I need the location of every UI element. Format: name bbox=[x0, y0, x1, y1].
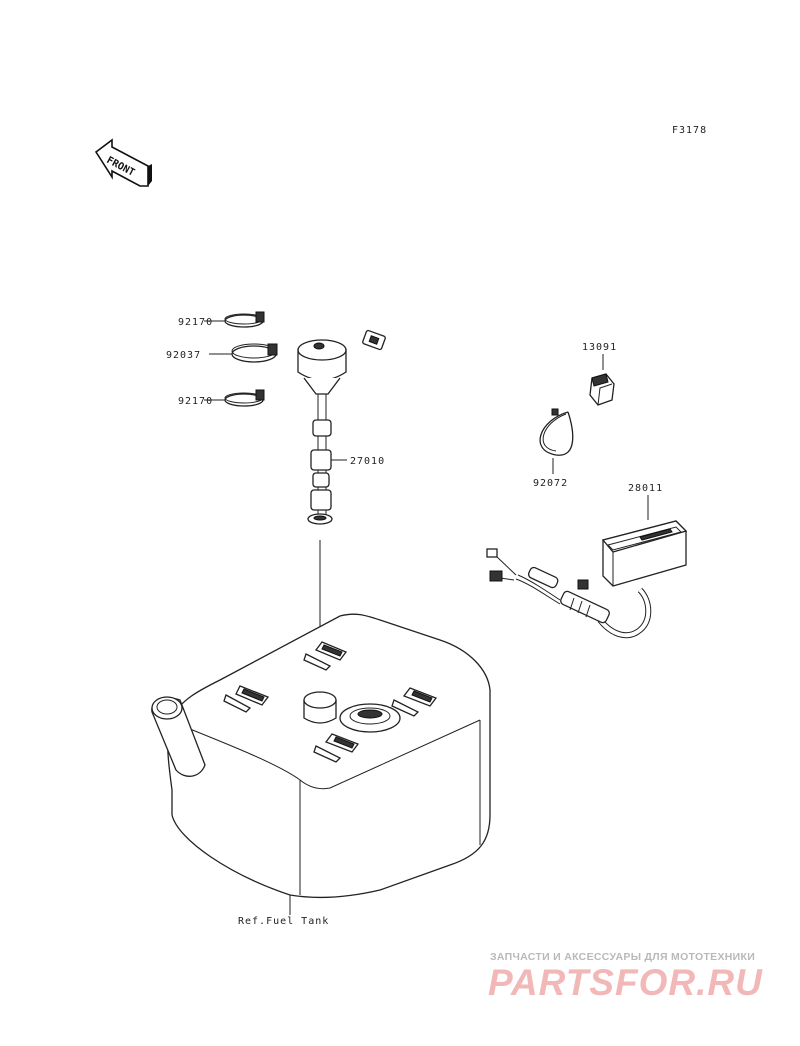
fuel-sender-unit-part bbox=[297, 318, 386, 525]
callout-92170-upper: 92170 bbox=[178, 317, 213, 328]
fuel-gauge-part bbox=[486, 520, 688, 639]
callout-27010: 27010 bbox=[350, 456, 385, 467]
callout-13091: 13091 bbox=[582, 342, 617, 353]
cover-part bbox=[589, 373, 615, 406]
callout-92072: 92072 bbox=[533, 478, 568, 489]
clamp-lower-part bbox=[224, 389, 265, 407]
reference-label: Ref.Fuel Tank bbox=[238, 916, 329, 927]
front-arrow-icon: FRONT bbox=[94, 138, 152, 187]
callout-92170-lower: 92170 bbox=[178, 396, 213, 407]
clamp-upper-part bbox=[224, 311, 265, 328]
watermark-logo: PARTSFOR.RU bbox=[488, 962, 763, 1003]
callout-92037: 92037 bbox=[166, 350, 201, 361]
fuel-tank-reference bbox=[151, 613, 491, 899]
watermark-tagline: ЗАПЧАСТИ И АКСЕССУАРЫ ДЛЯ МОТОТЕХНИКИ bbox=[490, 951, 756, 963]
callout-28011: 28011 bbox=[628, 483, 663, 494]
band-part bbox=[231, 343, 278, 363]
wire-band-part bbox=[539, 408, 574, 456]
figure-code: F3178 bbox=[672, 125, 707, 136]
